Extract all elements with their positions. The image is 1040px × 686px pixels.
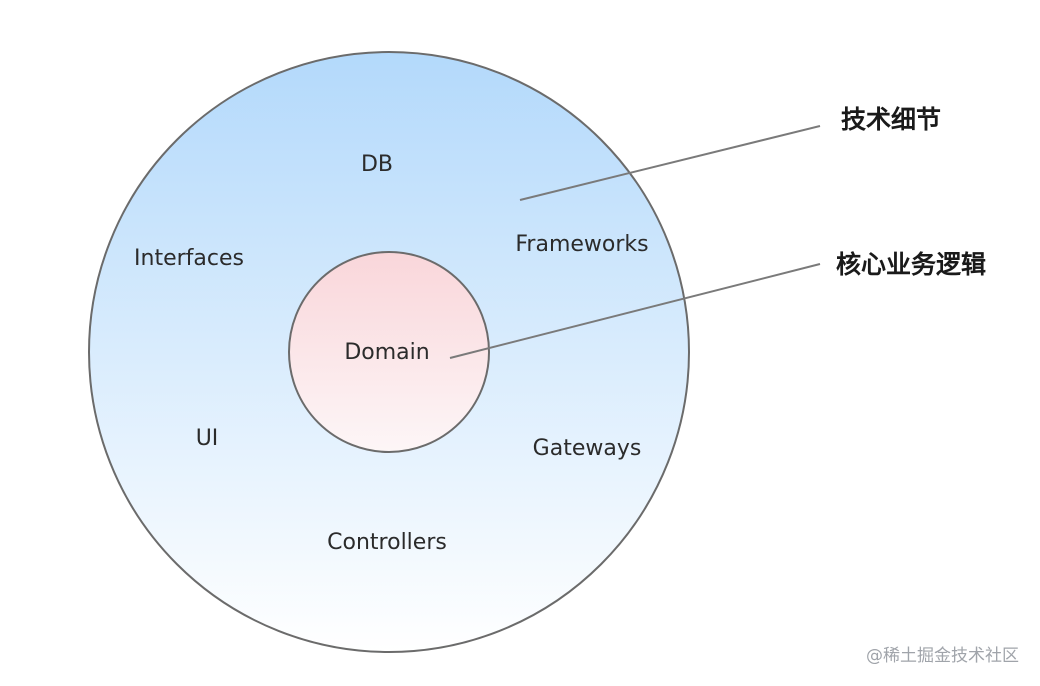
callout-technical-details: 技术细节 bbox=[841, 105, 941, 134]
callout-core-business-logic: 核心业务逻辑 bbox=[836, 250, 986, 279]
label-ui: UI bbox=[196, 426, 219, 451]
label-domain: Domain bbox=[344, 340, 429, 365]
callout-line-technical-details bbox=[519, 125, 821, 201]
label-controllers: Controllers bbox=[327, 530, 447, 555]
watermark-text: @稀土掘金技术社区 bbox=[866, 646, 1019, 666]
label-interfaces: Interfaces bbox=[134, 246, 244, 271]
label-db: DB bbox=[361, 152, 393, 177]
inner-domain-circle bbox=[288, 251, 490, 453]
label-gateways: Gateways bbox=[533, 436, 642, 461]
label-frameworks: Frameworks bbox=[515, 232, 648, 257]
callout-line-core-business-logic bbox=[449, 263, 821, 359]
